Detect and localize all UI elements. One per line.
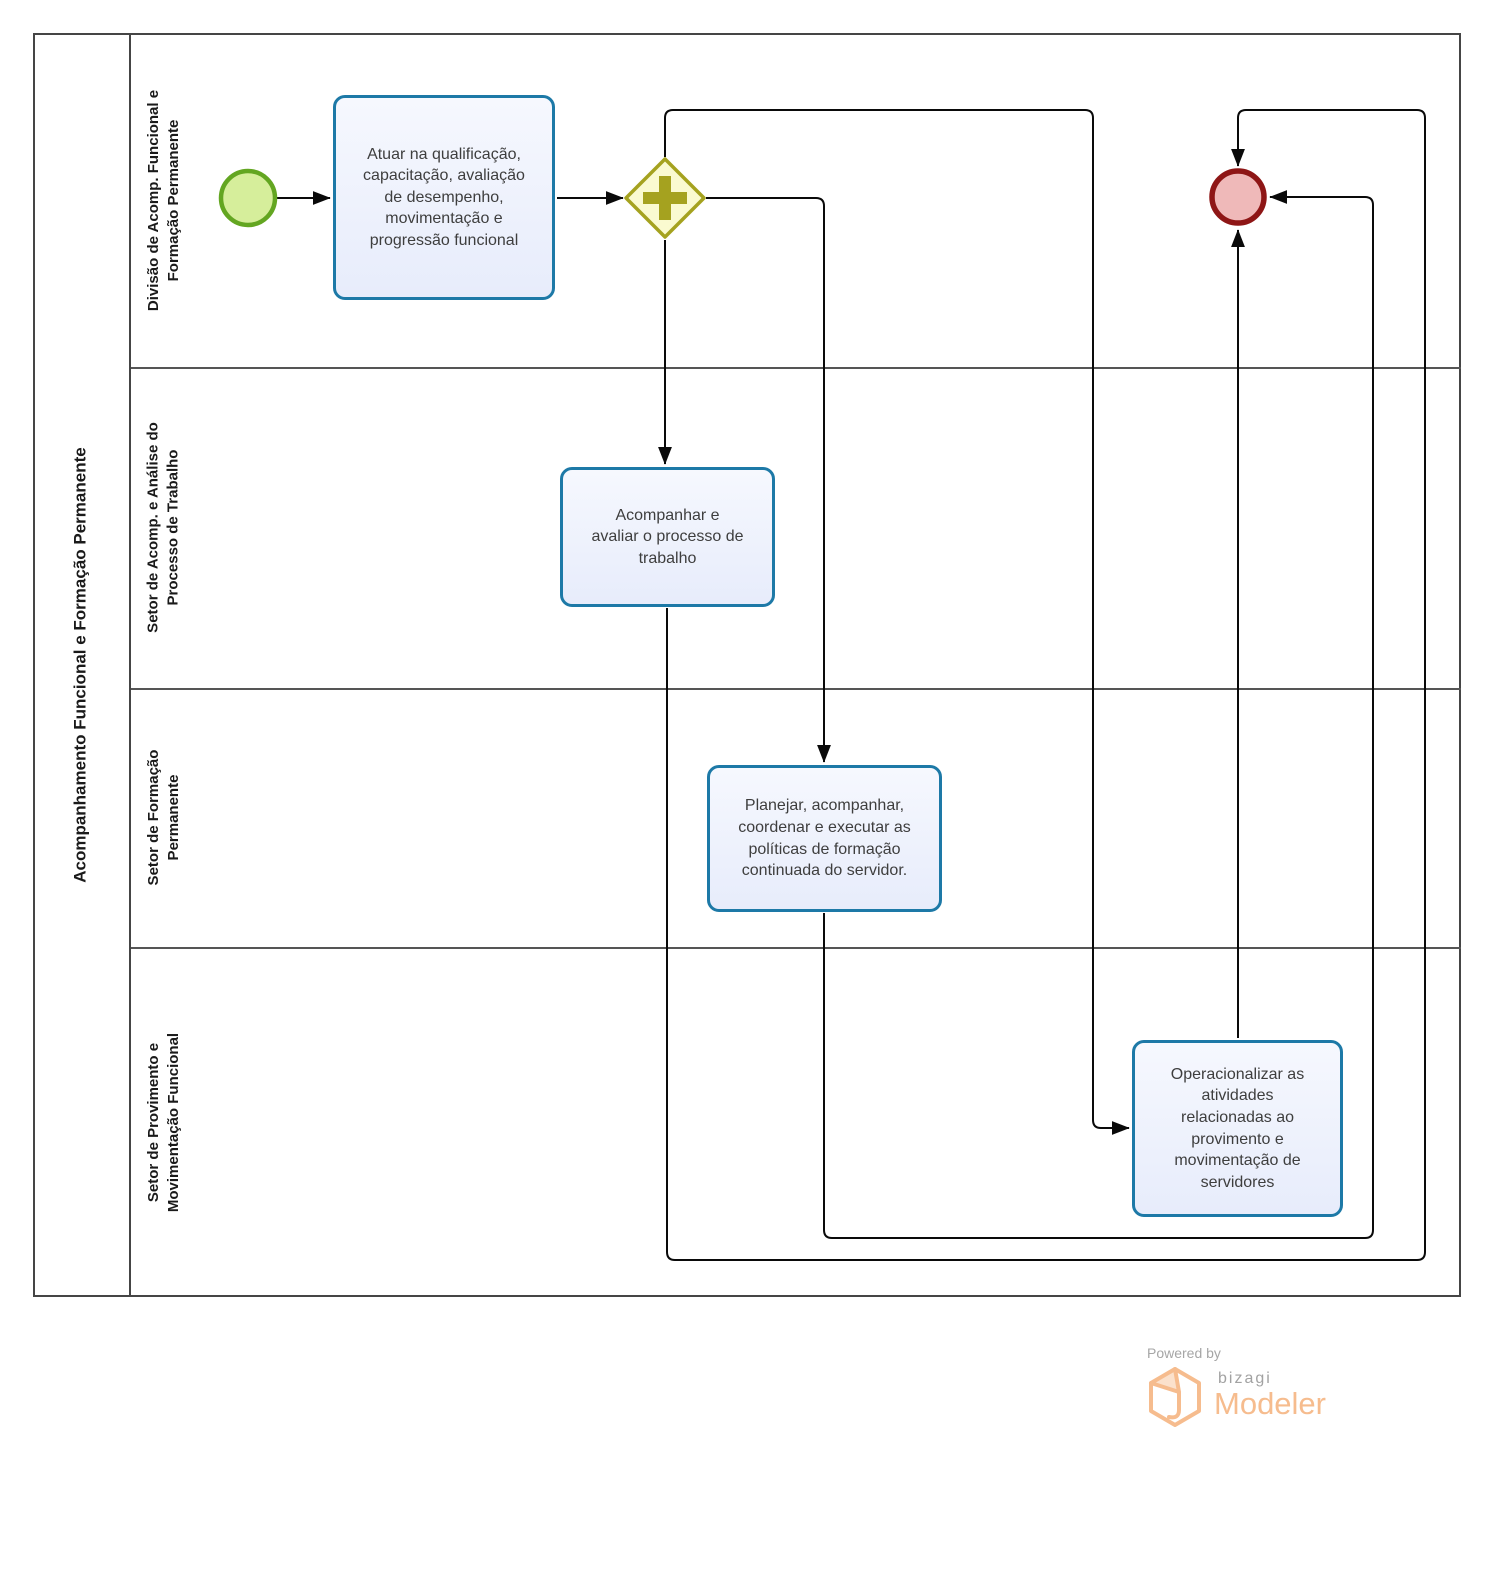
lane-setor-provimento: Setor de Provimento e Movimentação Funci… [131, 947, 195, 1297]
lane-divisao-acomp: Divisão de Acomp. Funcional e Formação P… [131, 33, 195, 367]
lane-divider-1 [131, 367, 1461, 369]
pool-title-strip: Acompanhamento Funcional e Formação Perm… [33, 33, 129, 1297]
powered-by-label: Powered by [1147, 1345, 1221, 1361]
lane-label: Setor de Acomp. e Análise do Processo de… [144, 422, 182, 633]
bizagi-brand-label: bizagi [1218, 1370, 1272, 1387]
lane-divider-2 [131, 688, 1461, 690]
task-label: Operacionalizar as atividades relacionad… [1170, 1065, 1305, 1191]
task-label: Atuar na qualificação, capacitação, aval… [363, 145, 525, 249]
task-label: Planejar, acompanhar, coordenar e execut… [738, 797, 911, 880]
task-operacionalizar-provimento: Operacionalizar as atividades relacionad… [1132, 1040, 1343, 1217]
bpmn-pool [33, 33, 1461, 1297]
task-acompanhar-avaliar: Acompanhar e avaliar o processo de traba… [560, 467, 775, 607]
lane-setor-formacao: Setor de Formação Permanente [131, 688, 195, 947]
pool-title: Acompanhamento Funcional e Formação Perm… [70, 447, 90, 883]
lane-label: Divisão de Acomp. Funcional e Formação P… [144, 89, 182, 311]
task-planejar-politicas: Planejar, acompanhar, coordenar e execut… [707, 765, 942, 912]
lane-divider-3 [131, 947, 1461, 949]
task-label: Acompanhar e avaliar o processo de traba… [591, 506, 744, 567]
task-atuar-qualificacao: Atuar na qualificação, capacitação, aval… [333, 95, 555, 300]
lane-setor-acomp-analise: Setor de Acomp. e Análise do Processo de… [131, 367, 195, 688]
lane-label: Setor de Formação Permanente [144, 749, 182, 886]
modeler-product-label: Modeler [1214, 1386, 1326, 1421]
lane-label: Setor de Provimento e Movimentação Funci… [144, 1032, 182, 1212]
bizagi-logo-icon [1149, 1367, 1201, 1427]
pool-title-divider [129, 33, 131, 1297]
